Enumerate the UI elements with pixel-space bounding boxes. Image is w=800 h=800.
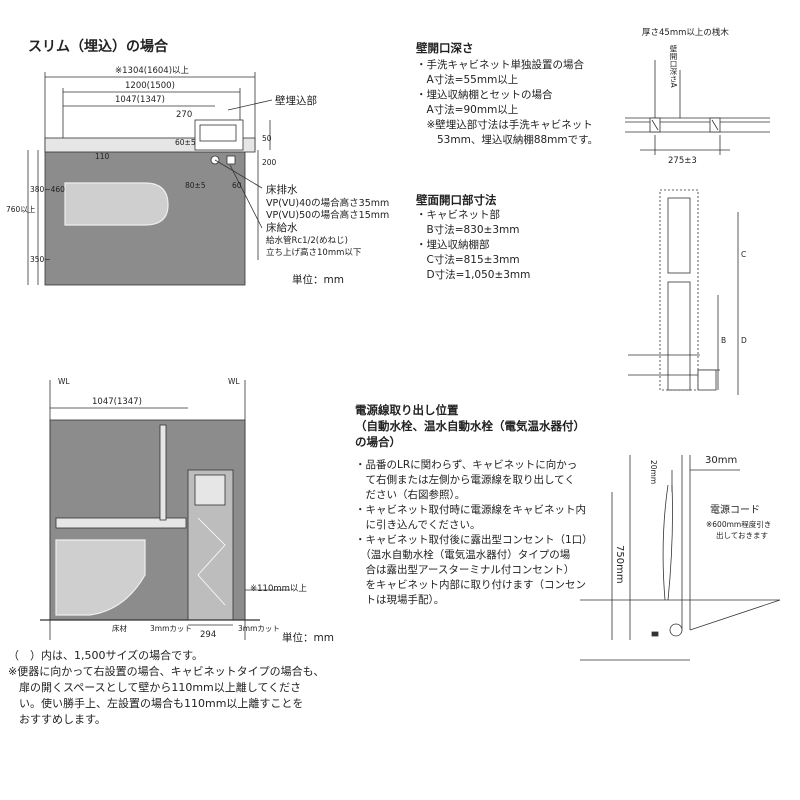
power-line: て右側または左側から電源線を取り出してく xyxy=(355,474,575,486)
plan-title: スリム（埋込）の場合 xyxy=(28,39,168,55)
elev-cut-1: 3mmカット xyxy=(150,624,192,633)
power-line: （温水自動水栓（電気温水器付）タイプの場 xyxy=(355,549,571,561)
dim-1200: 1200(1500) xyxy=(125,81,175,91)
power-line: ・キャビネット取付後に露出型コンセント（1口） xyxy=(355,534,593,546)
power-list: ・品番のLRに関わらず、キャビネットに向かっ て右側または左側から電源線を取り出… xyxy=(355,458,593,608)
dim-760: 760以上 xyxy=(6,205,36,214)
elev-dim-294: 294 xyxy=(200,630,217,640)
dim-b-label: B xyxy=(721,336,727,345)
pipe-note-2: 立ち上げ高さ10mm以下 xyxy=(266,248,362,258)
dim-750mm: 750mm xyxy=(614,545,625,584)
dim-80: 80±5 xyxy=(185,181,206,190)
power-title: 電源線取り出し位置 （自動水栓、温水自動水栓（電気温水器付） の場合） xyxy=(355,402,585,450)
power-line: ・キャビネット取付時に電源線をキャビネット内 xyxy=(355,504,586,516)
wall-embed-label: 壁埋込部 xyxy=(275,95,317,107)
power-title-line: 電源線取り出し位置 xyxy=(355,403,459,417)
power-line: ・品番のLRに関わらず、キャビネットに向かっ xyxy=(355,459,578,471)
footnote-line: ※便器に向かって右設置の場合、キャビネットタイプの場合も、 xyxy=(8,665,325,678)
elev-unit-label: 単位：mm xyxy=(282,632,334,644)
wall-depth-line: A寸法=90mm以上 xyxy=(416,104,519,116)
footnotes: （ ）内は、1,500サイズの場合です。 ※便器に向かって右設置の場合、キャビネ… xyxy=(8,648,324,728)
dim-d-label: D xyxy=(741,336,747,345)
power-line: をキャビネット内部に取り付けます（コンセン xyxy=(355,579,586,591)
dim-350: 350~ xyxy=(30,255,51,264)
plan-unit-label: 単位：mm xyxy=(292,274,344,286)
wl-right-label: WL xyxy=(228,377,240,386)
dim-c-label: C xyxy=(741,250,747,259)
wall-opening-line: ・キャビネット部 xyxy=(416,209,500,221)
elev-cut-2: 3mmカット xyxy=(238,624,280,633)
wall-depth-line: 53mm、埋込収納棚88mmです。 xyxy=(416,134,599,146)
power-line: ださい（右図参照）。 xyxy=(355,489,466,501)
cord-note-1: ※600mm程度引き xyxy=(706,520,772,529)
wall-opening-line: B寸法=830±3mm xyxy=(416,224,520,236)
wall-depth-line: A寸法=55mm以上 xyxy=(416,74,519,86)
power-line: トは現場手配）。 xyxy=(355,594,445,606)
power-line: 合は露出型アースターミナル付コンセント） xyxy=(355,564,575,576)
floor-material-label: 床材 xyxy=(112,624,127,633)
dim-110: 110 xyxy=(95,152,110,161)
wall-opening-line: D寸法=1,050±3mm xyxy=(416,269,531,281)
wall-depth-title: 壁開口深さ xyxy=(416,41,474,55)
power-title-line: の場合） xyxy=(355,435,401,449)
elev-dim-110: ※110mm以上 xyxy=(250,584,307,594)
wall-depth-diagram xyxy=(625,60,770,155)
wall-depth-line: ・埋込収納棚とセットの場合 xyxy=(416,89,553,101)
footnote-line: （ ）内は、1,500サイズの場合です。 xyxy=(8,649,204,662)
stud-label: 厚さ45mm以上の桟木 xyxy=(642,28,729,38)
power-cord-diagram xyxy=(580,455,781,661)
wl-left-label: WL xyxy=(58,377,70,386)
floor-drain-label: 床排水 xyxy=(266,184,298,196)
dim-200: 200 xyxy=(262,158,277,167)
dim-50: 50 xyxy=(262,134,272,143)
wall-opening-diagram xyxy=(628,189,739,395)
dim-60b: 60 xyxy=(232,181,242,190)
footnote-line: 扉の開くスペースとして壁から110mm以上離してくださ xyxy=(8,681,302,694)
width-275-label: 275±3 xyxy=(668,156,697,166)
wall-depth-line: ※壁埋込部寸法は手洗キャビネット xyxy=(416,119,593,131)
floor-water-label: 床給水 xyxy=(266,222,298,234)
power-title-line: （自動水栓、温水自動水栓（電気温水器付） xyxy=(355,419,585,433)
footnote-line: おすすめします。 xyxy=(8,713,106,726)
power-line: に引き込んでください。 xyxy=(355,519,481,531)
dim-30mm: 30mm xyxy=(705,455,738,466)
wall-opening-title: 壁面開口部寸法 xyxy=(416,193,497,207)
vp40-note: VP(VU)40の場合高さ35mm xyxy=(266,198,390,209)
dim-20mm: 20mm xyxy=(649,460,658,485)
cord-label: 電源コード xyxy=(710,505,760,516)
elevation-diagram xyxy=(40,380,290,640)
wall-opening-list: ・キャビネット部 B寸法=830±3mm ・埋込収納棚部 C寸法=815±3mm… xyxy=(416,208,530,283)
cord-note-2: 出しておきます xyxy=(716,531,769,540)
wall-depth-list: ・手洗キャビネット単独設置の場合 A寸法=55mm以上 ・埋込収納棚とセットの場… xyxy=(416,58,598,148)
wall-opening-line: ・埋込収納棚部 xyxy=(416,239,490,251)
elev-dim-1047: 1047(1347) xyxy=(92,397,142,407)
vp50-note: VP(VU)50の場合高さ15mm xyxy=(266,210,390,221)
dim-1047: 1047(1347) xyxy=(115,95,165,105)
dim-60: 60±5 xyxy=(175,138,196,147)
dim-380: 380~460 xyxy=(30,185,65,194)
pipe-note-1: 給水管Rc1/2(めねじ) xyxy=(266,236,348,246)
plan-view-diagram xyxy=(27,72,273,286)
dim-overall: ※1304(1604)以上 xyxy=(115,66,190,76)
depth-a-label: 壁開口深さA xyxy=(669,45,678,88)
dim-270: 270 xyxy=(176,110,193,120)
wall-opening-line: C寸法=815±3mm xyxy=(416,254,520,266)
footnote-line: い。使い勝手上、左設置の場合も110mm以上離すことを xyxy=(8,697,304,710)
wall-depth-line: ・手洗キャビネット単独設置の場合 xyxy=(416,59,584,71)
